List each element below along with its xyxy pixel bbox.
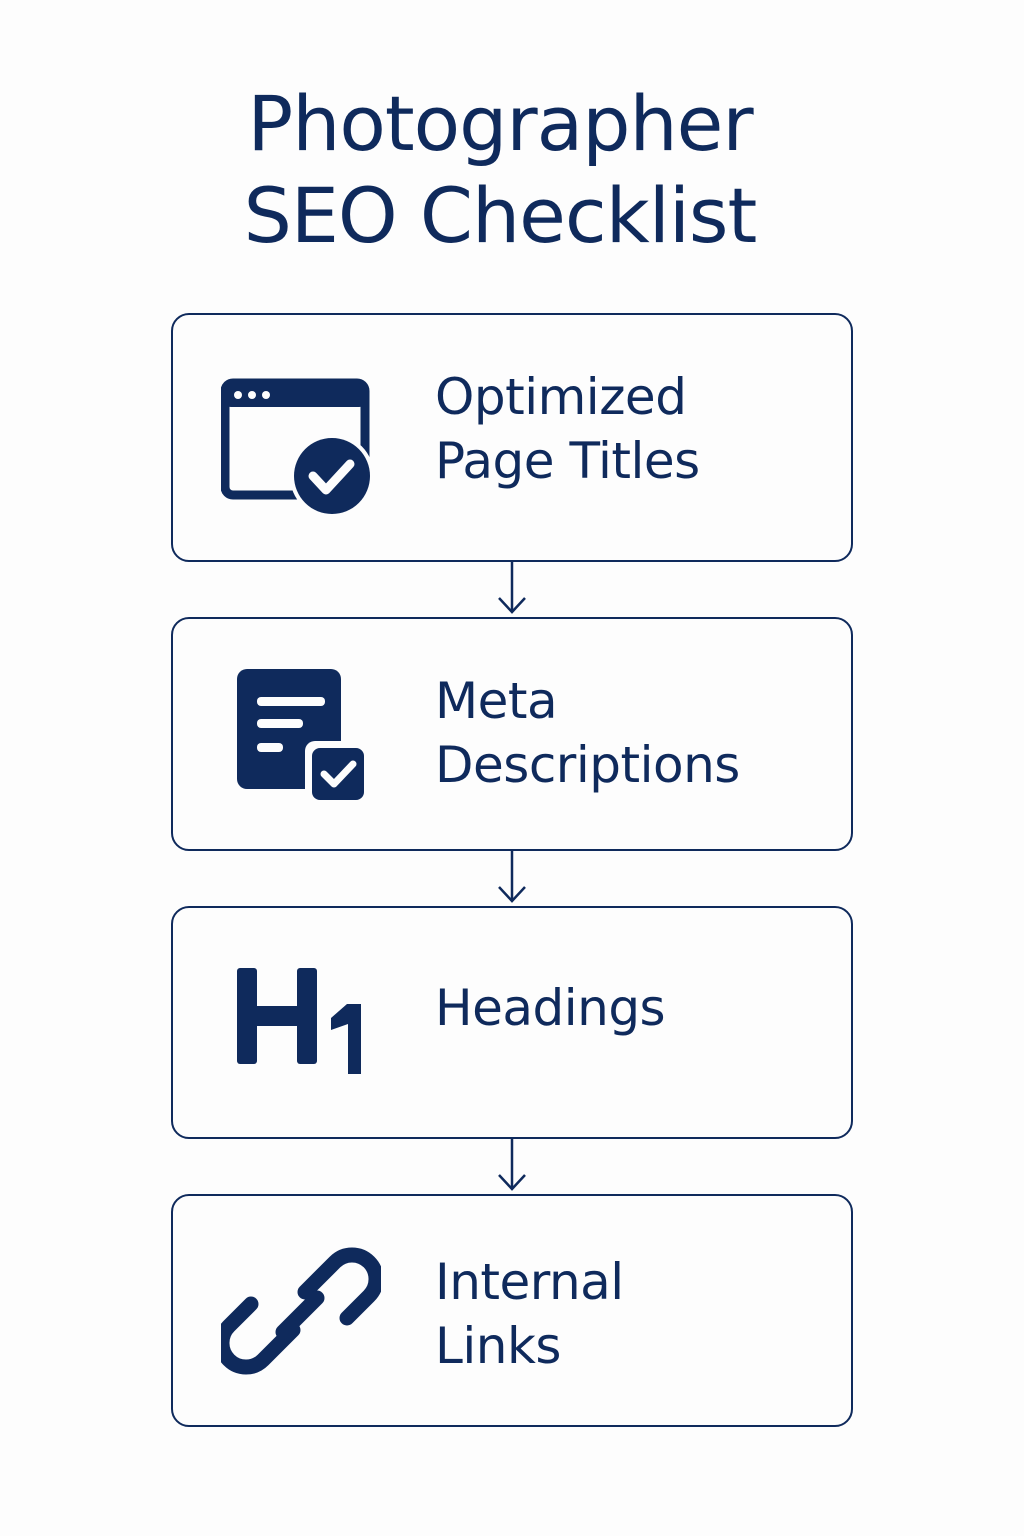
- step-label: Headings: [435, 976, 831, 1040]
- step-internal-links: Internal Links: [171, 1194, 853, 1427]
- step-meta-descriptions: Meta Descriptions: [171, 617, 853, 851]
- step-label-line-2: Links: [435, 1317, 561, 1375]
- step-headings: Headings: [171, 906, 853, 1139]
- title-line-2: SEO Checklist: [243, 171, 758, 260]
- connector-arrow: [498, 562, 526, 614]
- page-title: Photographer SEO Checklist: [0, 78, 1000, 262]
- step-label-line-1: Optimized: [435, 368, 687, 426]
- step-label-line-2: Descriptions: [435, 736, 740, 794]
- connector-arrow: [498, 851, 526, 903]
- step-label-line-1: Internal: [435, 1253, 624, 1311]
- step-optimized-page-titles: Optimized Page Titles: [171, 313, 853, 562]
- connector-arrow: [498, 1139, 526, 1191]
- step-label-line-1: Meta: [435, 672, 558, 730]
- step-label: Internal Links: [435, 1250, 831, 1378]
- step-label: Optimized Page Titles: [435, 365, 831, 493]
- browser-check-icon: [221, 377, 381, 527]
- document-check-icon: [221, 665, 381, 815]
- step-label-line-2: Page Titles: [435, 432, 700, 490]
- step-label-line-1: Headings: [435, 979, 666, 1037]
- step-label: Meta Descriptions: [435, 669, 831, 797]
- title-line-1: Photographer: [247, 79, 753, 168]
- link-chain-icon: [221, 1236, 381, 1386]
- h1-heading-icon: [221, 960, 381, 1110]
